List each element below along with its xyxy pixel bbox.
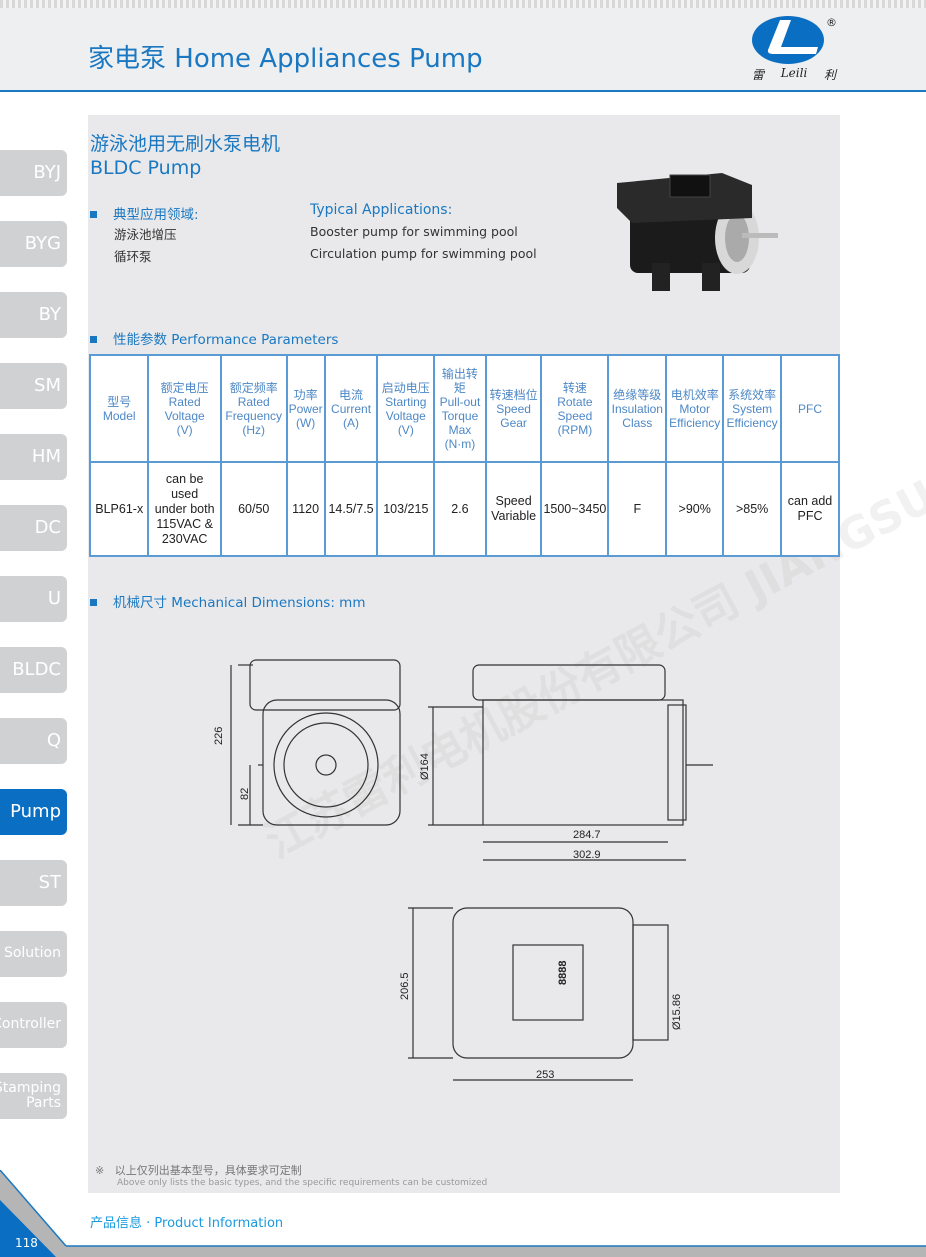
table-cell: >85% [722, 461, 783, 557]
svg-text:8888: 8888 [557, 961, 569, 985]
table-cell: 2.6 [433, 461, 487, 557]
sidebar-tab[interactable]: Q [0, 718, 67, 764]
svg-text:253: 253 [536, 1069, 554, 1081]
sidebar-tab[interactable]: HM [0, 434, 67, 480]
svg-text:284.7: 284.7 [573, 829, 601, 841]
table-cell: Speed Variable [484, 461, 543, 557]
front-view [230, 659, 401, 826]
sidebar-tab[interactable]: Controller [0, 1002, 67, 1048]
table-cell: F [607, 461, 668, 557]
sidebar-tab[interactable]: BY [0, 292, 67, 338]
sidebar-tab[interactable]: Stamping Parts [0, 1073, 67, 1119]
content-panel [88, 115, 840, 1193]
application-cn: 循环泵 [114, 249, 152, 264]
application-cn: 游泳池增压 [114, 227, 177, 242]
table-cell: 60/50 [219, 461, 288, 557]
footer-label: 产品信息 · Product Information [90, 1216, 284, 1231]
table-cell: 14.5/7.5 [323, 461, 379, 557]
table-cell: 1120 [285, 461, 326, 557]
pump-photo [617, 173, 778, 291]
svg-text:Ø164: Ø164 [419, 753, 431, 780]
svg-text:206.5: 206.5 [399, 972, 411, 1000]
performance-heading: 性能参数 Performance Parameters [90, 328, 338, 348]
sidebar-tab[interactable]: Solution [0, 931, 67, 977]
svg-text:82: 82 [239, 788, 251, 800]
sidebar-tab[interactable]: SM [0, 363, 67, 409]
application-en: Circulation pump for swimming pool [310, 246, 537, 261]
header-pattern [0, 0, 926, 8]
dimensions-heading: 机械尺寸 Mechanical Dimensions: mm [90, 591, 365, 611]
sidebar-tab[interactable]: BLDC [0, 647, 67, 693]
application-en: Booster pump for swimming pool [310, 224, 518, 239]
side-view [428, 664, 713, 861]
applications-heading-en: Typical Applications: [310, 202, 453, 218]
column-header: PFC [780, 354, 840, 463]
table-cell: 1500~3450 [540, 461, 610, 557]
svg-text:Ø15.86: Ø15.86 [671, 994, 683, 1030]
table-cell: can add PFC [780, 461, 840, 557]
table-cell: >90% [665, 461, 725, 557]
mechanical-drawing: 226 82 Ø164 284.7 302.9 206.5 Ø15.86 253… [213, 659, 713, 1081]
table-cell: can be used under both 115VAC & 230VAC [147, 461, 222, 557]
sidebar-tab[interactable]: U [0, 576, 67, 622]
sidebar-tab[interactable]: DC [0, 505, 67, 551]
applications-heading-cn: 典型应用领域: [90, 203, 199, 223]
page-number: 118 [15, 1236, 38, 1250]
sidebar-tab[interactable]: BYJ [0, 150, 67, 196]
svg-text:®: ® [826, 16, 837, 29]
sidebar-tab[interactable]: Pump [0, 789, 67, 835]
svg-text:226: 226 [213, 727, 225, 745]
sidebar-tab[interactable]: ST [0, 860, 67, 906]
table-cell: 103/215 [376, 461, 436, 557]
svg-text:302.9: 302.9 [573, 849, 601, 861]
sidebar-tab[interactable]: BYG [0, 221, 67, 267]
top-view [408, 907, 669, 1081]
page-title: 家电泵 Home Appliances Pump [88, 44, 483, 74]
table-cell: BLP61-x [88, 461, 150, 557]
page-footer-band [0, 1170, 926, 1257]
